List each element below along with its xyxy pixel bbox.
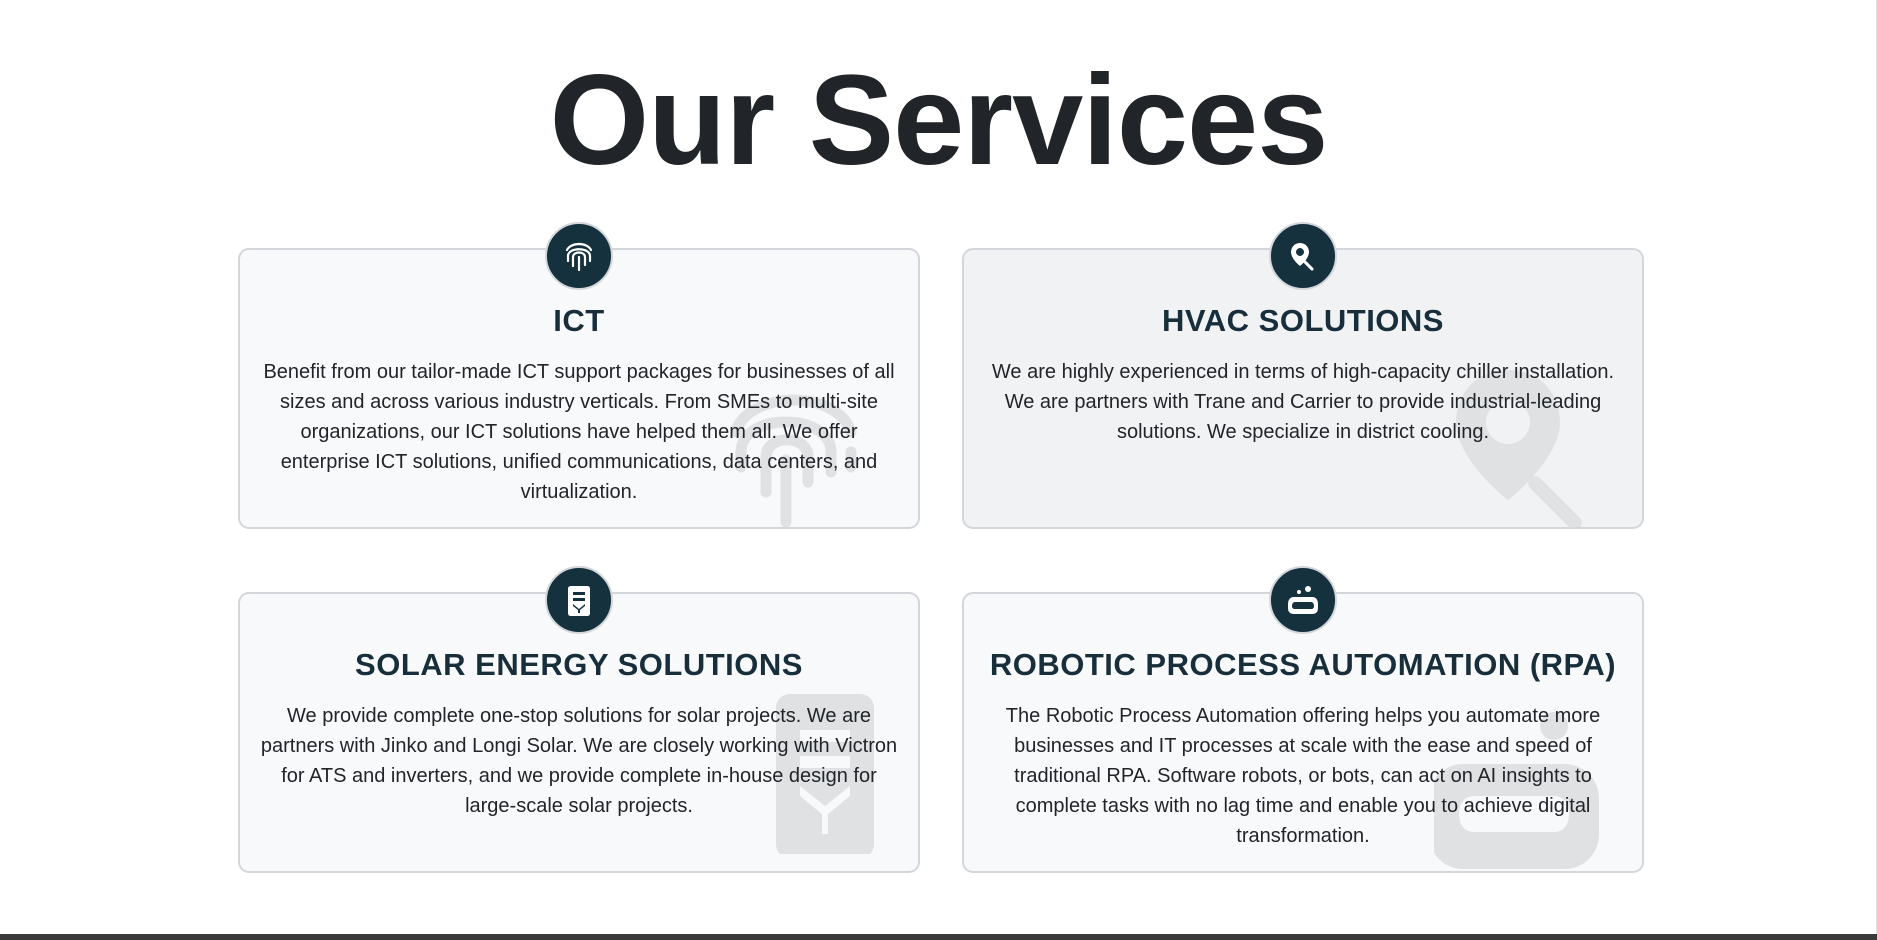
service-title: SOLAR ENERGY SOLUTIONS — [355, 647, 803, 682]
service-title: HVAC SOLUTIONS — [1162, 303, 1444, 338]
robot-icon — [1269, 566, 1337, 634]
page-title: Our Services — [549, 49, 1329, 192]
service-description: We provide complete one-stop solutions f… — [260, 705, 898, 817]
solar-panel-icon — [545, 566, 613, 634]
bottom-edge-bar — [0, 934, 1877, 940]
location-search-icon — [1269, 222, 1337, 290]
service-card-hvac: HVAC SOLUTIONS We are highly experienced… — [962, 248, 1644, 529]
service-card-ict: ICT Benefit from our tailor-made ICT sup… — [238, 248, 920, 529]
service-description: The Robotic Process Automation offering … — [1005, 705, 1601, 847]
service-description: We are highly experienced in terms of hi… — [991, 361, 1615, 443]
service-card-solar: SOLAR ENERGY SOLUTIONS We provide comple… — [238, 592, 920, 873]
service-title: ICT — [553, 303, 605, 338]
fingerprint-icon — [545, 222, 613, 290]
service-description: Benefit from our tailor-made ICT support… — [263, 361, 895, 503]
service-card-rpa: ROBOTIC PROCESS AUTOMATION (RPA) The Rob… — [962, 592, 1644, 873]
service-title: ROBOTIC PROCESS AUTOMATION (RPA) — [989, 647, 1617, 682]
